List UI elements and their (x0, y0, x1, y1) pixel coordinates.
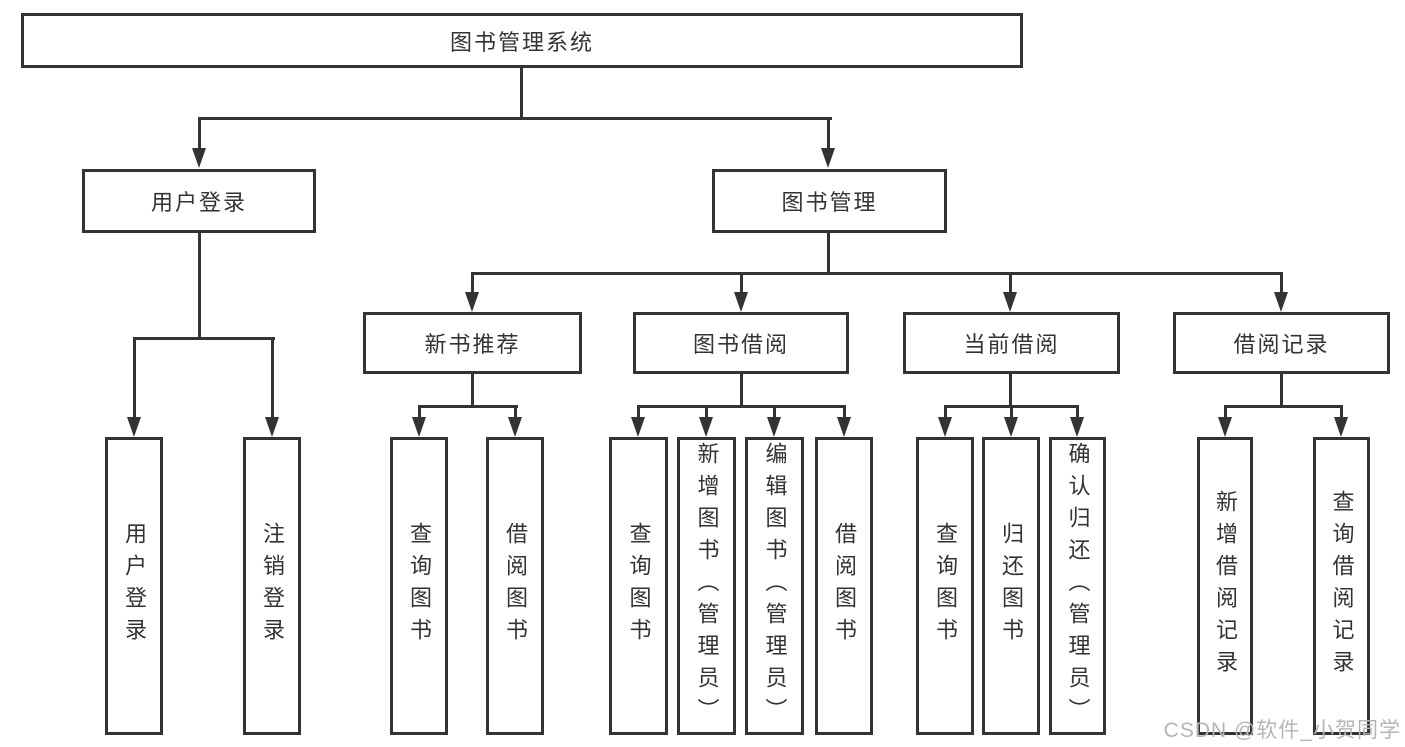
node-user-login: 用户登录 (82, 169, 316, 233)
connector-g4-c2 (1076, 405, 1079, 419)
leaf-borrow-books: 借阅图书 (815, 437, 873, 735)
connector-to-leaf-login (133, 337, 136, 419)
connector-new-book-hline (418, 405, 518, 408)
arrowhead-new-book (465, 292, 479, 312)
connector-g4-c1 (1010, 405, 1013, 419)
arrowhead-g5-c0 (1218, 417, 1232, 437)
connector-g2-c0 (418, 405, 421, 419)
leaf-return-books-label: 归还图书 (999, 522, 1024, 650)
leaf-edit-books-admin: 编辑图书（管理员） (745, 437, 804, 735)
arrowhead-g2-c1 (508, 417, 522, 437)
connector-g4-c0 (944, 405, 947, 419)
connector-to-book-mgmt (827, 117, 830, 150)
arrowhead-book-borrow (734, 292, 748, 312)
connector-g3-c1 (705, 405, 708, 419)
leaf-query-books-borrow-label: 查询图书 (626, 522, 652, 650)
arrowhead-g4-c2 (1070, 417, 1084, 437)
node-borrow-records-label: 借阅记录 (1233, 332, 1330, 357)
arrowhead-g3-c0 (631, 417, 645, 437)
leaf-query-books-borrow: 查询图书 (609, 437, 668, 735)
leaf-return-books: 归还图书 (982, 437, 1040, 735)
connector-book-borrow-hline (637, 405, 846, 408)
connector-to-borrow-records (1280, 272, 1283, 294)
connector-to-leaf-logout (271, 337, 274, 419)
leaf-borrow-books-recommend-label: 借阅图书 (503, 522, 528, 650)
connector-g3-c3 (843, 405, 846, 419)
connector-borrow-records-hline (1224, 405, 1343, 408)
connector-root-stem (520, 66, 523, 119)
connector-user-login-stem (198, 231, 201, 339)
arrowhead-current-borrow (1003, 292, 1017, 312)
arrowhead-user-login (192, 148, 206, 168)
connector-g2-c1 (514, 405, 517, 419)
arrowhead-book-mgmt (821, 148, 835, 168)
connector-borrow-records-stem (1280, 372, 1283, 407)
node-root-label: 图书管理系统 (449, 29, 594, 55)
leaf-add-books-admin-label: 新增图书（管理员） (694, 442, 720, 730)
csdn-watermark: CSDN @软件_小贺同学 (1163, 719, 1401, 742)
leaf-add-borrow-record-label: 新增借阅记录 (1213, 490, 1238, 682)
leaf-borrow-books-label: 借阅图书 (832, 522, 857, 650)
connector-book-mgmt-hline (471, 272, 1283, 275)
node-book-borrow-label: 图书借阅 (692, 332, 789, 357)
leaf-user-login: 用户登录 (105, 437, 163, 735)
arrowhead-borrow-records (1274, 292, 1288, 312)
node-root: 图书管理系统 (21, 13, 1023, 68)
leaf-query-books-current-label: 查询图书 (933, 522, 958, 650)
leaf-confirm-return-admin: 确认归还（管理员） (1049, 437, 1106, 735)
connector-user-login-hline (133, 337, 275, 340)
connector-to-current-borrow (1009, 272, 1012, 294)
arrowhead-g3-c3 (837, 417, 851, 437)
node-new-book-recommend-label: 新书推荐 (424, 332, 521, 357)
node-new-book-recommend: 新书推荐 (363, 312, 582, 374)
arrowhead-g4-c0 (938, 417, 952, 437)
connector-g5-c0 (1224, 405, 1227, 419)
leaf-edit-books-admin-label: 编辑图书（管理员） (762, 442, 788, 730)
connector-to-user-login (198, 117, 201, 150)
connector-g3-c0 (637, 405, 640, 419)
connector-book-borrow-stem (740, 372, 743, 407)
connector-new-book-stem (471, 372, 474, 407)
connector-g3-c2 (773, 405, 776, 419)
connector-to-book-borrow (740, 272, 743, 294)
node-current-borrow: 当前借阅 (903, 312, 1120, 374)
node-user-login-label: 用户登录 (150, 190, 247, 215)
leaf-query-books-current: 查询图书 (916, 437, 974, 735)
leaf-confirm-return-admin-label: 确认归还（管理员） (1065, 442, 1091, 730)
leaf-logout: 注销登录 (243, 437, 301, 735)
node-current-borrow-label: 当前借阅 (963, 332, 1060, 357)
arrowhead-leaf-login (127, 417, 141, 437)
leaf-user-login-label: 用户登录 (122, 522, 147, 650)
leaf-add-borrow-record: 新增借阅记录 (1197, 437, 1253, 735)
leaf-query-borrow-record: 查询借阅记录 (1313, 437, 1370, 735)
node-book-borrow: 图书借阅 (633, 312, 849, 374)
arrowhead-g5-c1 (1334, 417, 1348, 437)
node-book-mgmt-label: 图书管理 (781, 190, 878, 215)
arrowhead-g3-c2 (767, 417, 781, 437)
leaf-query-books-recommend: 查询图书 (390, 437, 448, 735)
node-borrow-records: 借阅记录 (1173, 312, 1390, 374)
leaf-query-borrow-record-label: 查询借阅记录 (1329, 490, 1355, 682)
connector-current-borrow-stem (1009, 372, 1012, 407)
leaf-borrow-books-recommend: 借阅图书 (486, 437, 544, 735)
leaf-query-books-recommend-label: 查询图书 (407, 522, 432, 650)
connector-book-mgmt-stem (827, 231, 830, 274)
leaf-logout-label: 注销登录 (260, 522, 285, 650)
connector-root-hline (198, 117, 832, 120)
arrowhead-g3-c1 (699, 417, 713, 437)
arrowhead-g4-c1 (1004, 417, 1018, 437)
node-book-mgmt: 图书管理 (712, 169, 947, 233)
arrowhead-g2-c0 (412, 417, 426, 437)
connector-to-new-book (471, 272, 474, 294)
arrowhead-leaf-logout (265, 417, 279, 437)
connector-g5-c1 (1340, 405, 1343, 419)
leaf-add-books-admin: 新增图书（管理员） (677, 437, 736, 735)
